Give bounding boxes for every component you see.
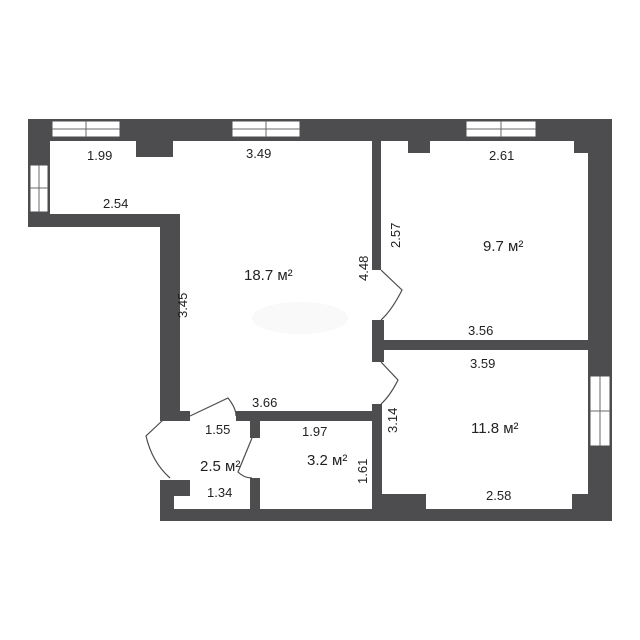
door-bedroom-bottom: [380, 361, 399, 405]
wall-bath-top: [236, 411, 382, 421]
watermark: [252, 302, 348, 334]
room-areas: 18.7 м² 9.7 м² 11.8 м² 3.2 м² 2.5 м²: [200, 238, 523, 475]
wall-bedroom-bottom-left: [372, 404, 382, 521]
area-living: 18.7 м²: [244, 267, 293, 284]
dim-2-57: 2.57: [388, 223, 403, 248]
wall-bottom-outer: [160, 509, 612, 521]
wall-right-outer: [588, 119, 612, 521]
wall-bottom-pillar-right: [572, 494, 592, 510]
wall-toilet-bath-lower: [250, 478, 260, 521]
dim-3-56: 3.56: [468, 323, 493, 338]
doors: [145, 269, 403, 479]
door-toilet-inner: [237, 437, 253, 479]
dim-3-49: 3.49: [246, 146, 271, 161]
dim-1-55: 1.55: [205, 422, 230, 437]
wall-living-left: [160, 214, 180, 414]
dim-3-66: 3.66: [252, 395, 277, 410]
wall-toilet-top-stub: [160, 411, 190, 421]
dim-3-59: 3.59: [470, 356, 495, 371]
dim-1-34: 1.34: [207, 485, 232, 500]
area-toilet: 2.5 м²: [200, 458, 240, 475]
wall-top-right-pillar: [574, 137, 592, 153]
dim-3-14: 3.14: [385, 408, 400, 433]
window-left: [29, 164, 49, 213]
wall-toilet-left-notch: [174, 480, 190, 496]
wall-living-bedroom-upper: [372, 137, 381, 270]
dim-1-99: 1.99: [87, 148, 112, 163]
windows: [29, 120, 611, 447]
dim-2-54: 2.54: [103, 196, 128, 211]
area-bath: 3.2 м²: [307, 452, 347, 469]
door-toilet: [145, 419, 171, 479]
dim-2-61: 2.61: [489, 148, 514, 163]
dim-4-48: 4.48: [356, 256, 371, 281]
window-top-right: [465, 120, 537, 138]
area-bedroom-bottom: 11.8 м²: [471, 420, 519, 437]
window-top-middle: [231, 120, 301, 138]
dim-2-58: 2.58: [486, 488, 511, 503]
wall-top-pillar: [408, 137, 430, 153]
area-bedroom-top: 9.7 м²: [483, 238, 523, 255]
dim-3-45: 3.45: [175, 293, 190, 318]
wall-hall-bottom: [28, 214, 180, 227]
wall-bottom-pillar-left: [382, 494, 426, 510]
door-bedroom-top: [380, 269, 403, 321]
window-top-left: [51, 120, 121, 138]
window-right: [589, 375, 611, 447]
walls: [28, 119, 612, 521]
dimensions: 1.99 3.49 2.61 2.54 2.57 4.48 3.45 3.56 …: [87, 146, 514, 503]
dim-1-97: 1.97: [302, 424, 327, 439]
dim-1-61: 1.61: [355, 459, 370, 484]
wall-toilet-bath: [250, 418, 260, 438]
door-bath: [189, 397, 237, 417]
wall-between-bedrooms: [372, 340, 612, 350]
wall-top-notch: [136, 137, 173, 157]
